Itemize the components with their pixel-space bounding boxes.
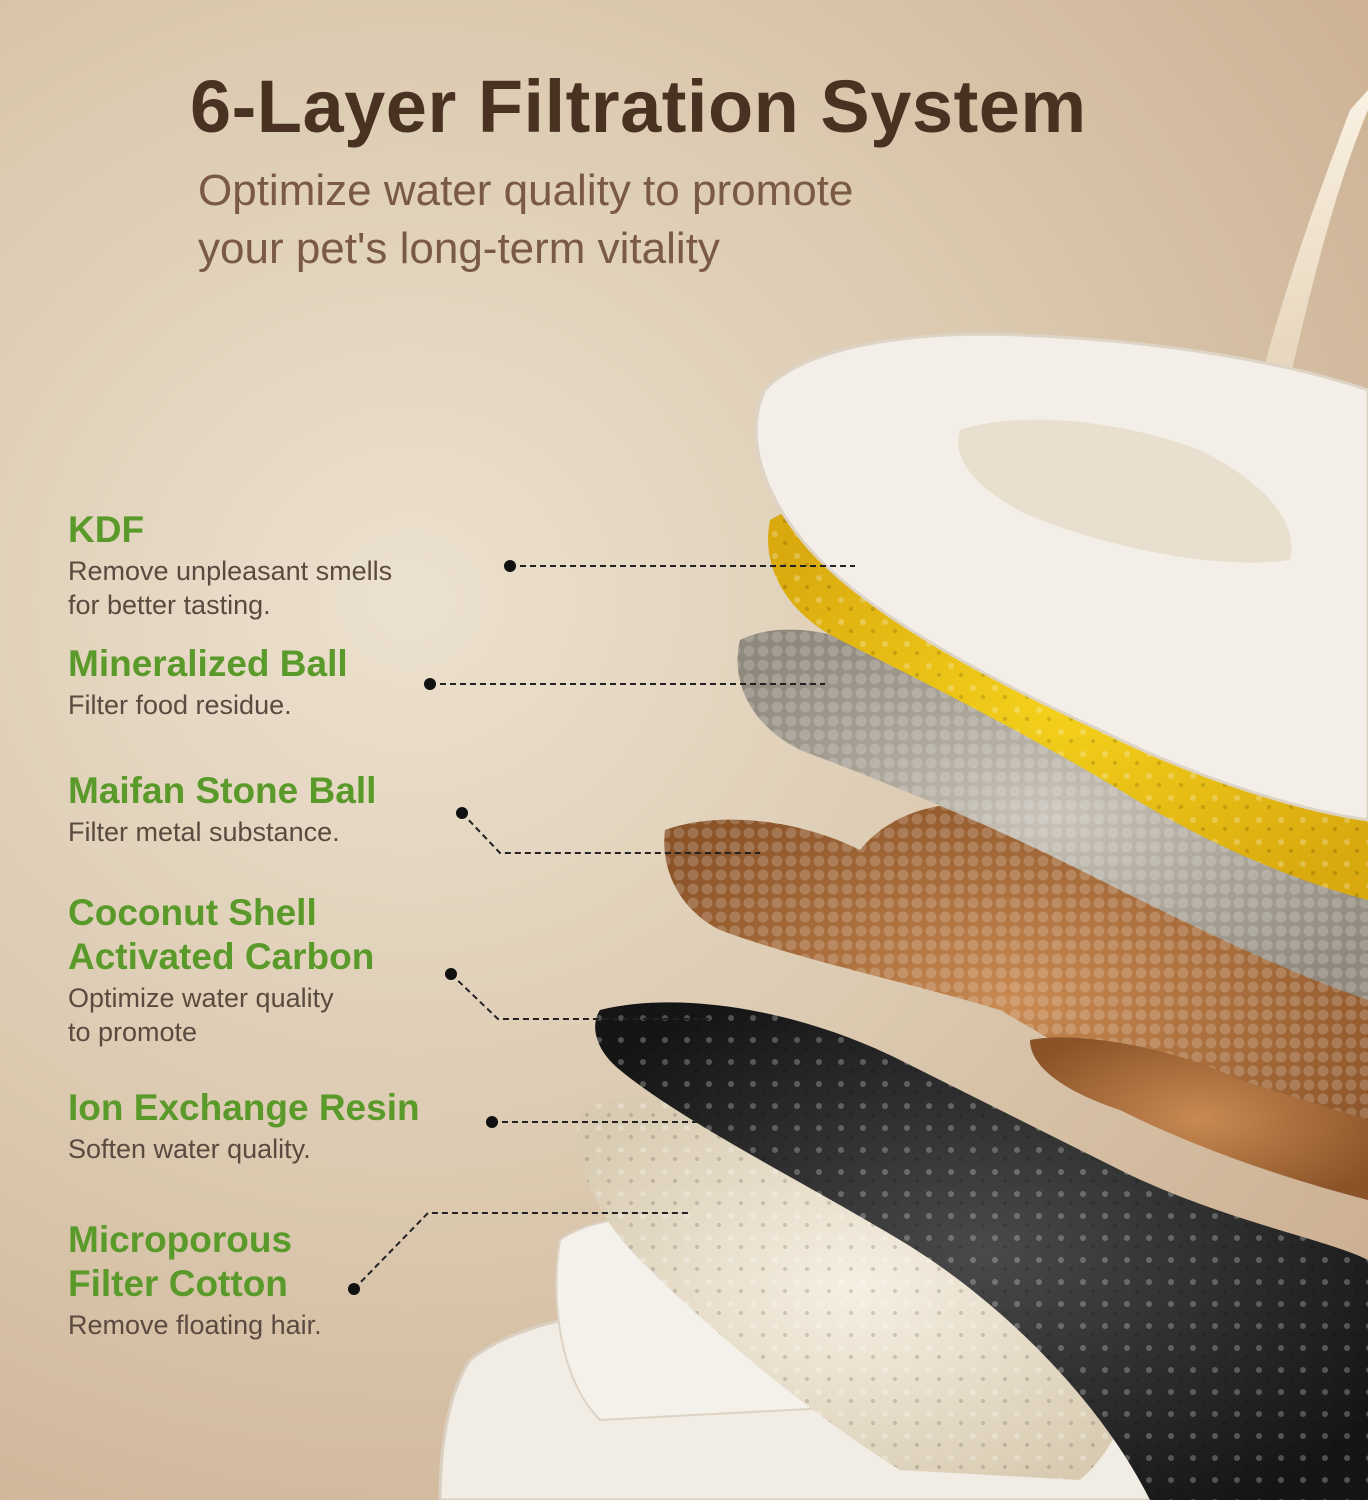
water-splash: [958, 419, 1292, 563]
layer-desc-line: Filter metal substance.: [68, 817, 340, 847]
layer-desc-line: Remove floating hair.: [68, 1310, 322, 1340]
layer-mineralized-ball: Mineralized Ball Filter food residue.: [68, 642, 348, 722]
subtitle-line-2: your pet's long-term vitality: [198, 224, 720, 273]
layer-desc-line: Optimize water quality: [68, 983, 334, 1013]
layer-coconut-shell-carbon: Coconut Shell Activated Carbon Optimize …: [68, 891, 374, 1049]
layer-name-line: Filter Cotton: [68, 1263, 288, 1304]
leader-dots: [348, 560, 516, 1295]
layer-description: Optimize water quality to promote: [68, 981, 374, 1049]
layer-name: Coconut Shell Activated Carbon: [68, 891, 374, 979]
layer-name: Maifan Stone Ball: [68, 769, 376, 813]
layer-microporous-filter-cotton: Microporous Filter Cotton Remove floatin…: [68, 1218, 322, 1342]
layer-maifan-stone-ball: Maifan Stone Ball Filter metal substance…: [68, 769, 376, 849]
layer-name: KDF: [68, 508, 392, 552]
layer-name: Ion Exchange Resin: [68, 1086, 420, 1130]
top-filter-disc: [754, 332, 1368, 822]
layer-name-line: Microporous: [68, 1219, 293, 1260]
layer-kdf: KDF Remove unpleasant smells for better …: [68, 508, 392, 622]
layer-desc-line: Remove unpleasant smells: [68, 556, 393, 586]
layer-description: Filter metal substance.: [68, 815, 376, 849]
page-title: 6-Layer Filtration System: [190, 65, 1087, 148]
leader-lines: [353, 565, 855, 1290]
layer-desc-line: Soften water quality.: [68, 1134, 311, 1164]
layer-ion-exchange-resin: Ion Exchange Resin Soften water quality.: [68, 1086, 420, 1166]
layer-name-line: KDF: [68, 509, 145, 550]
layer-name: Microporous Filter Cotton: [68, 1218, 322, 1306]
layer-description: Remove unpleasant smells for better tast…: [68, 554, 392, 622]
layer-name-line: Ion Exchange Resin: [68, 1087, 420, 1128]
layer-desc-line: to promote: [68, 1017, 198, 1047]
layer-desc-line: Filter food residue.: [68, 690, 292, 720]
layer-description: Remove floating hair.: [68, 1308, 322, 1342]
page-subtitle: Optimize water quality to promote your p…: [198, 162, 1098, 278]
layer-desc-line: for better tasting.: [68, 590, 271, 620]
layer-name-line: Maifan Stone Ball: [68, 770, 377, 811]
layer-name: Mineralized Ball: [68, 642, 348, 686]
layer-name-line: Mineralized Ball: [68, 643, 348, 684]
layer-name-line: Coconut Shell: [68, 892, 317, 933]
layer-description: Soften water quality.: [68, 1132, 420, 1166]
layer-description: Filter food residue.: [68, 688, 348, 722]
layer-name-line: Activated Carbon: [68, 936, 375, 977]
subtitle-line-1: Optimize water quality to promote: [198, 166, 854, 215]
